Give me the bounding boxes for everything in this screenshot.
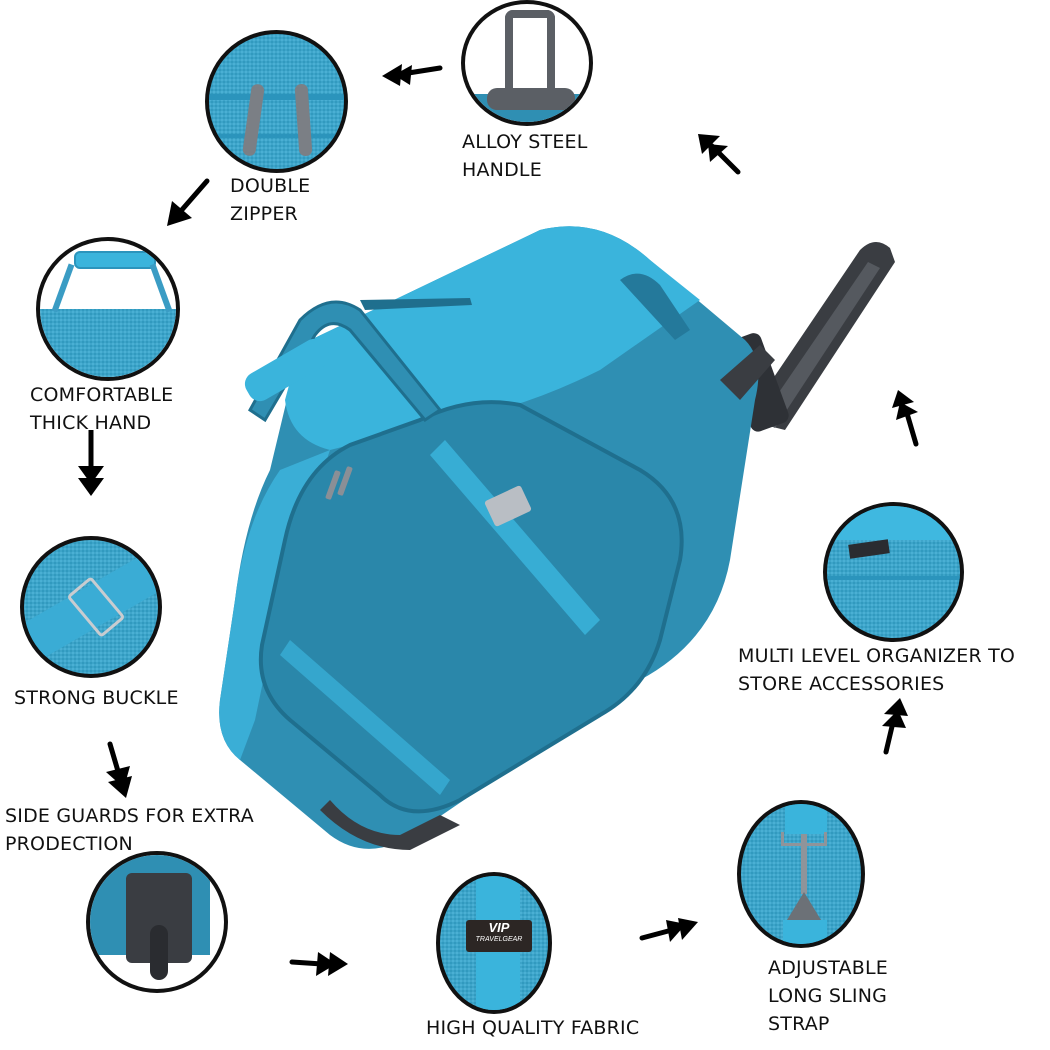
wheel-icon — [150, 925, 168, 980]
trolley-handle-icon — [505, 10, 555, 100]
duffel-trolley-bag-image — [219, 226, 895, 850]
double-arrow-up-icon — [892, 390, 919, 447]
alloy-steel-handle-circle — [461, 0, 593, 126]
double-arrow-left-icon — [382, 64, 443, 86]
double-arrow-right-icon — [289, 952, 348, 976]
sling-strap-circle — [737, 800, 865, 948]
double-arrow-down-icon — [78, 430, 104, 496]
sling-strap-label: ADJUSTABLE LONG SLING STRAP — [768, 957, 888, 1035]
thick-handle-circle — [36, 237, 180, 381]
arrow-down-left-icon — [167, 178, 210, 226]
card-icon — [848, 539, 890, 559]
vip-logo-plate: VIP TRAVELGEAR — [466, 920, 532, 952]
handle-grip-icon — [74, 251, 156, 269]
organizer-circle — [823, 502, 964, 642]
thick-handle-label: COMFORTABLE THICK HAND — [30, 384, 174, 434]
fabric-label: HIGH QUALITY FABRIC — [426, 1017, 640, 1039]
double-arrow-up-2-icon — [882, 698, 908, 755]
double-zipper-label: DOUBLE ZIPPER — [230, 175, 311, 225]
swivel-hook-icon — [801, 834, 807, 894]
side-guards-label: SIDE GUARDS FOR EXTRA PRODECTION — [5, 805, 254, 855]
double-arrow-right-up-icon — [639, 918, 698, 942]
fabric-circle: VIP TRAVELGEAR — [436, 872, 552, 1014]
brand-plate — [484, 485, 532, 527]
organizer-label: MULTI LEVEL ORGANIZER TO STORE ACCESSORI… — [738, 645, 1016, 695]
double-zipper-circle — [205, 30, 348, 173]
wheel-circle — [86, 851, 228, 993]
strong-buckle-label: STRONG BUCKLE — [14, 687, 179, 709]
strong-buckle-circle — [20, 536, 162, 678]
double-arrow-up-left-icon — [698, 134, 741, 175]
alloy-steel-handle-label: ALLOY STEEL HANDLE — [462, 131, 588, 181]
double-arrow-down-2-icon — [106, 741, 132, 798]
